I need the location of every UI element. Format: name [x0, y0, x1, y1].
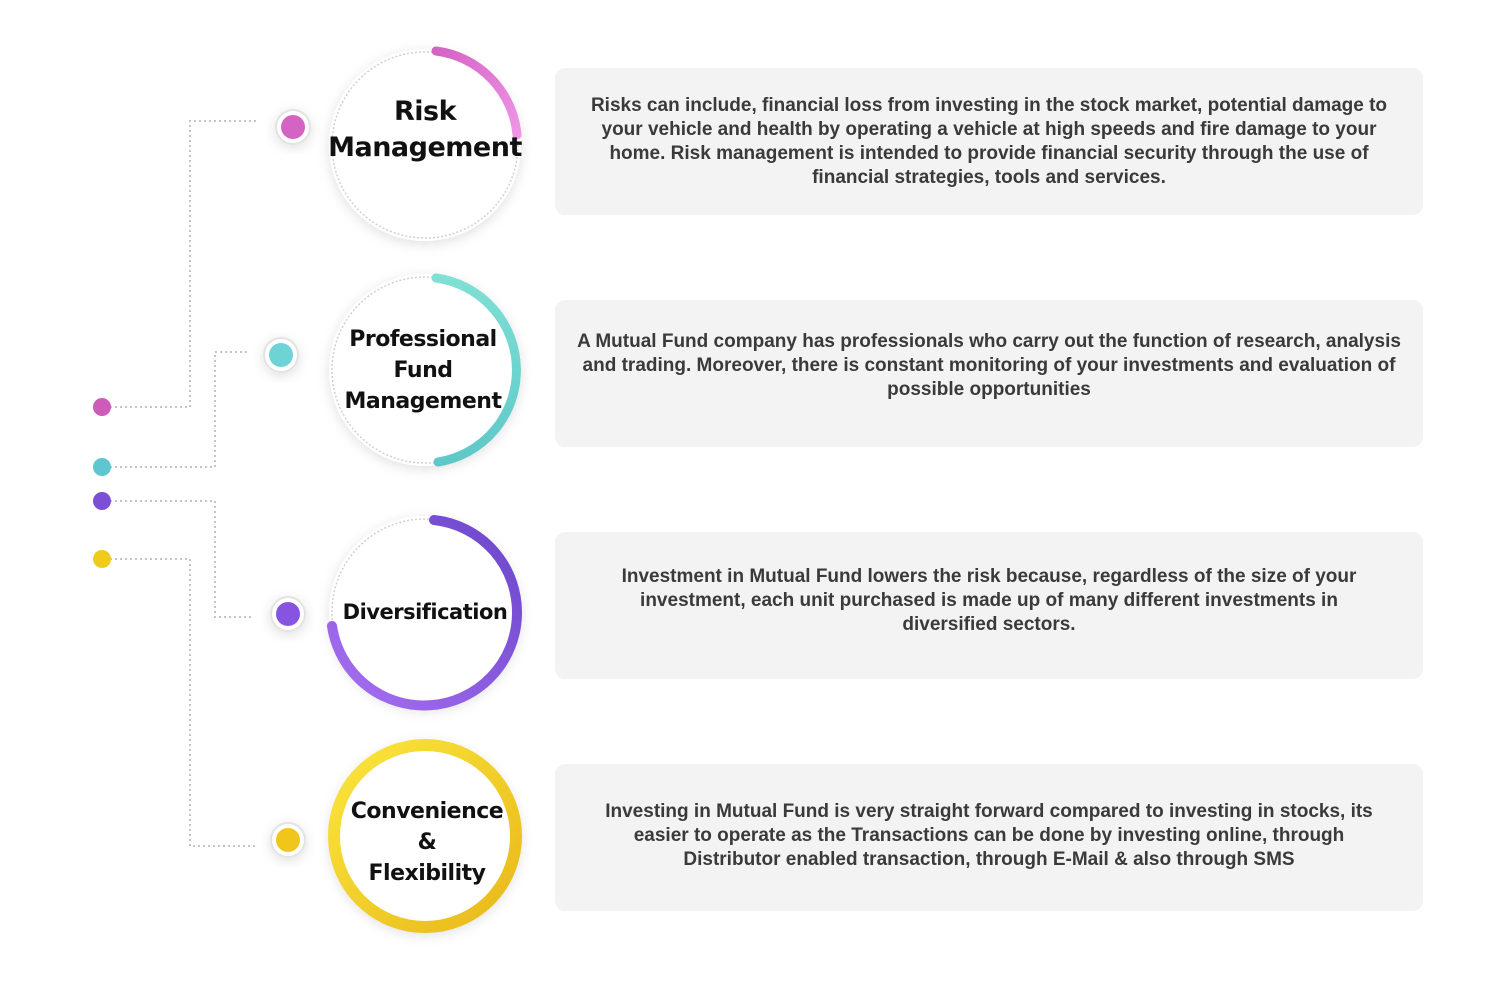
diversification-circle — [327, 515, 523, 711]
diversification-description: Investment in Mutual Fund lowers the ris… — [621, 566, 1357, 635]
professional-fund-management-circle — [329, 273, 521, 467]
diversification-title: Diversification — [342, 600, 508, 624]
professional-fund-management-node-icon — [263, 337, 299, 373]
convenience-flexibility-node-icon — [270, 822, 306, 858]
source-dot-convenience-flexibility — [93, 550, 111, 568]
professional-fund-management-description: A Mutual Fund company has professionals … — [577, 331, 1401, 400]
risk-management-description-box: Risks can include, financial loss from i… — [555, 68, 1423, 215]
diversification-node-icon — [270, 596, 306, 632]
connector-convenience-flexibility — [110, 558, 255, 847]
diversification-description-box: Investment in Mutual Fund lowers the ris… — [555, 532, 1423, 679]
professional-fund-management-title: Professional Fund Management — [344, 326, 502, 414]
convenience-flexibility-description: Investing in Mutual Fund is very straigh… — [605, 801, 1373, 870]
risk-management-node-icon — [275, 109, 311, 145]
risk-management-description: Risks can include, financial loss from i… — [590, 95, 1388, 188]
risk-management-circle — [329, 46, 522, 241]
connector-risk-management — [110, 120, 258, 408]
convenience-flexibility-description-box: Investing in Mutual Fund is very straigh… — [555, 764, 1423, 911]
risk-management-title: Risk Management — [328, 96, 522, 163]
convenience-flexibility-circle — [328, 739, 522, 933]
convenience-flexibility-title: Convenience & Flexibility — [350, 799, 504, 886]
source-dot-risk-management — [93, 398, 111, 416]
professional-fund-management-description-box: A Mutual Fund company has professionals … — [555, 300, 1423, 447]
source-dot-diversification — [93, 492, 111, 510]
source-dot-professional-fund-management — [93, 458, 111, 476]
